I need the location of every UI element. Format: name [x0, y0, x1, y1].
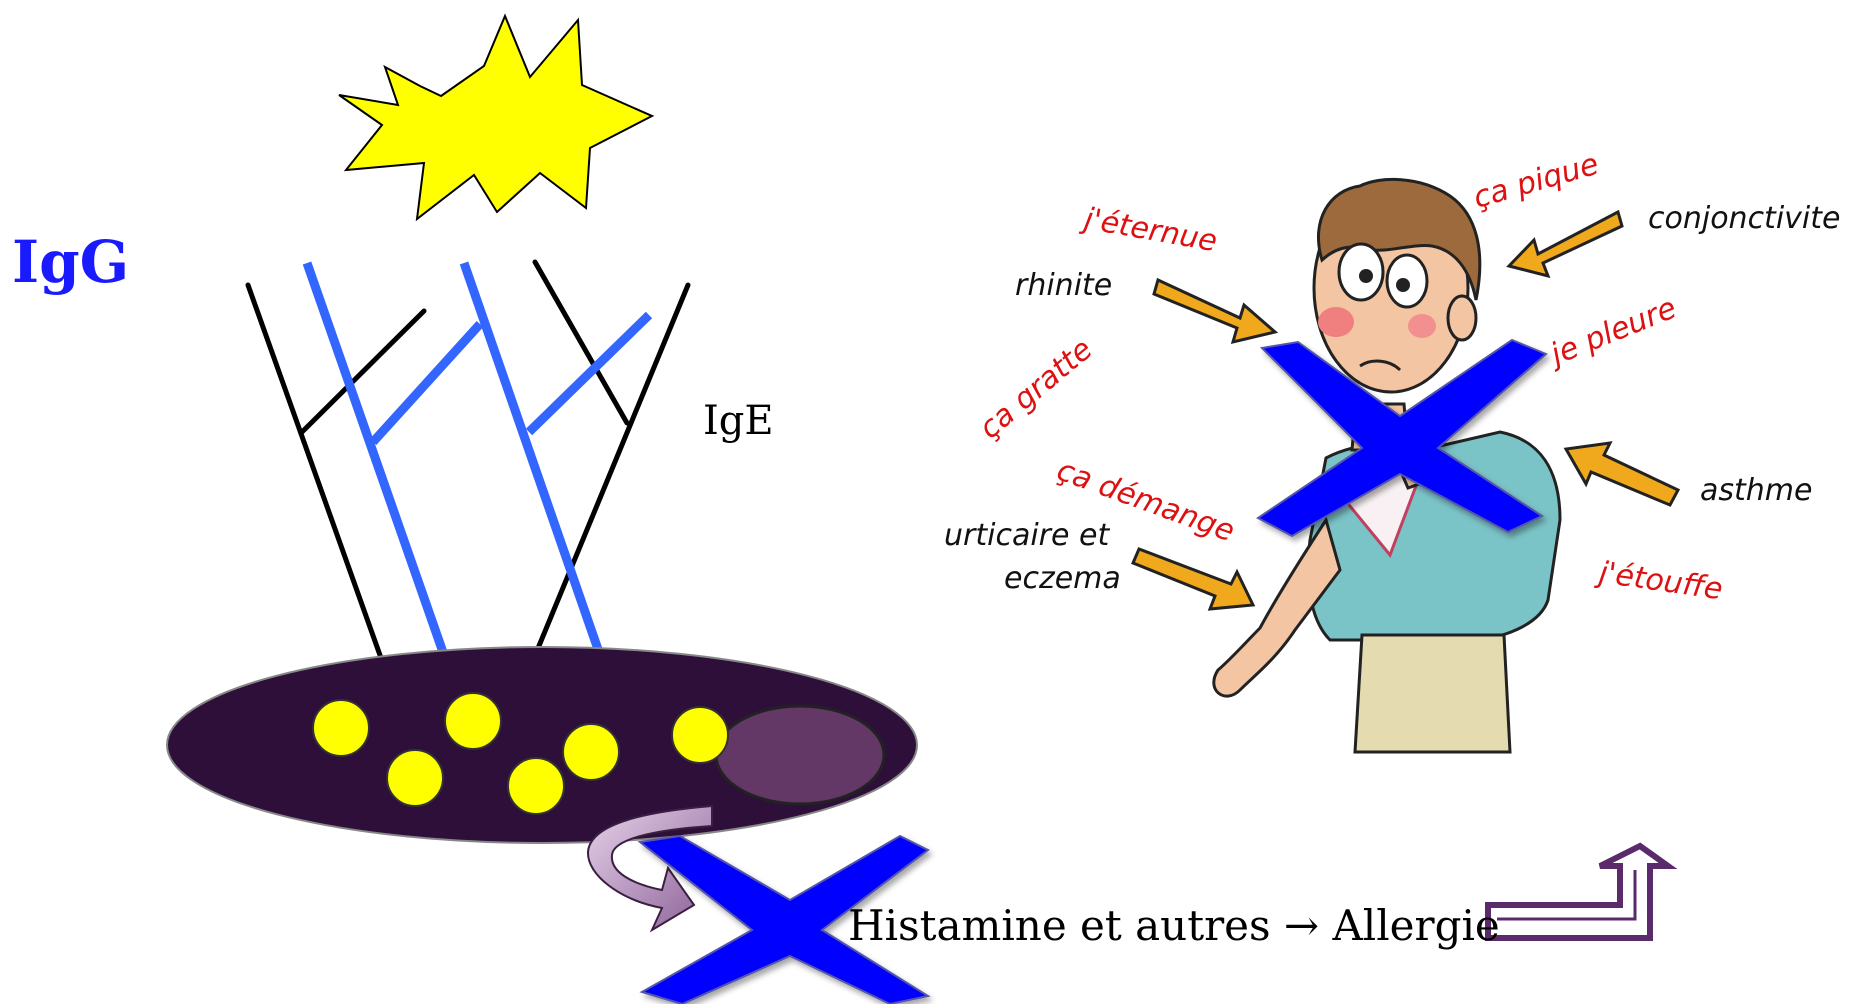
cross-over-histamine: [640, 836, 928, 1004]
